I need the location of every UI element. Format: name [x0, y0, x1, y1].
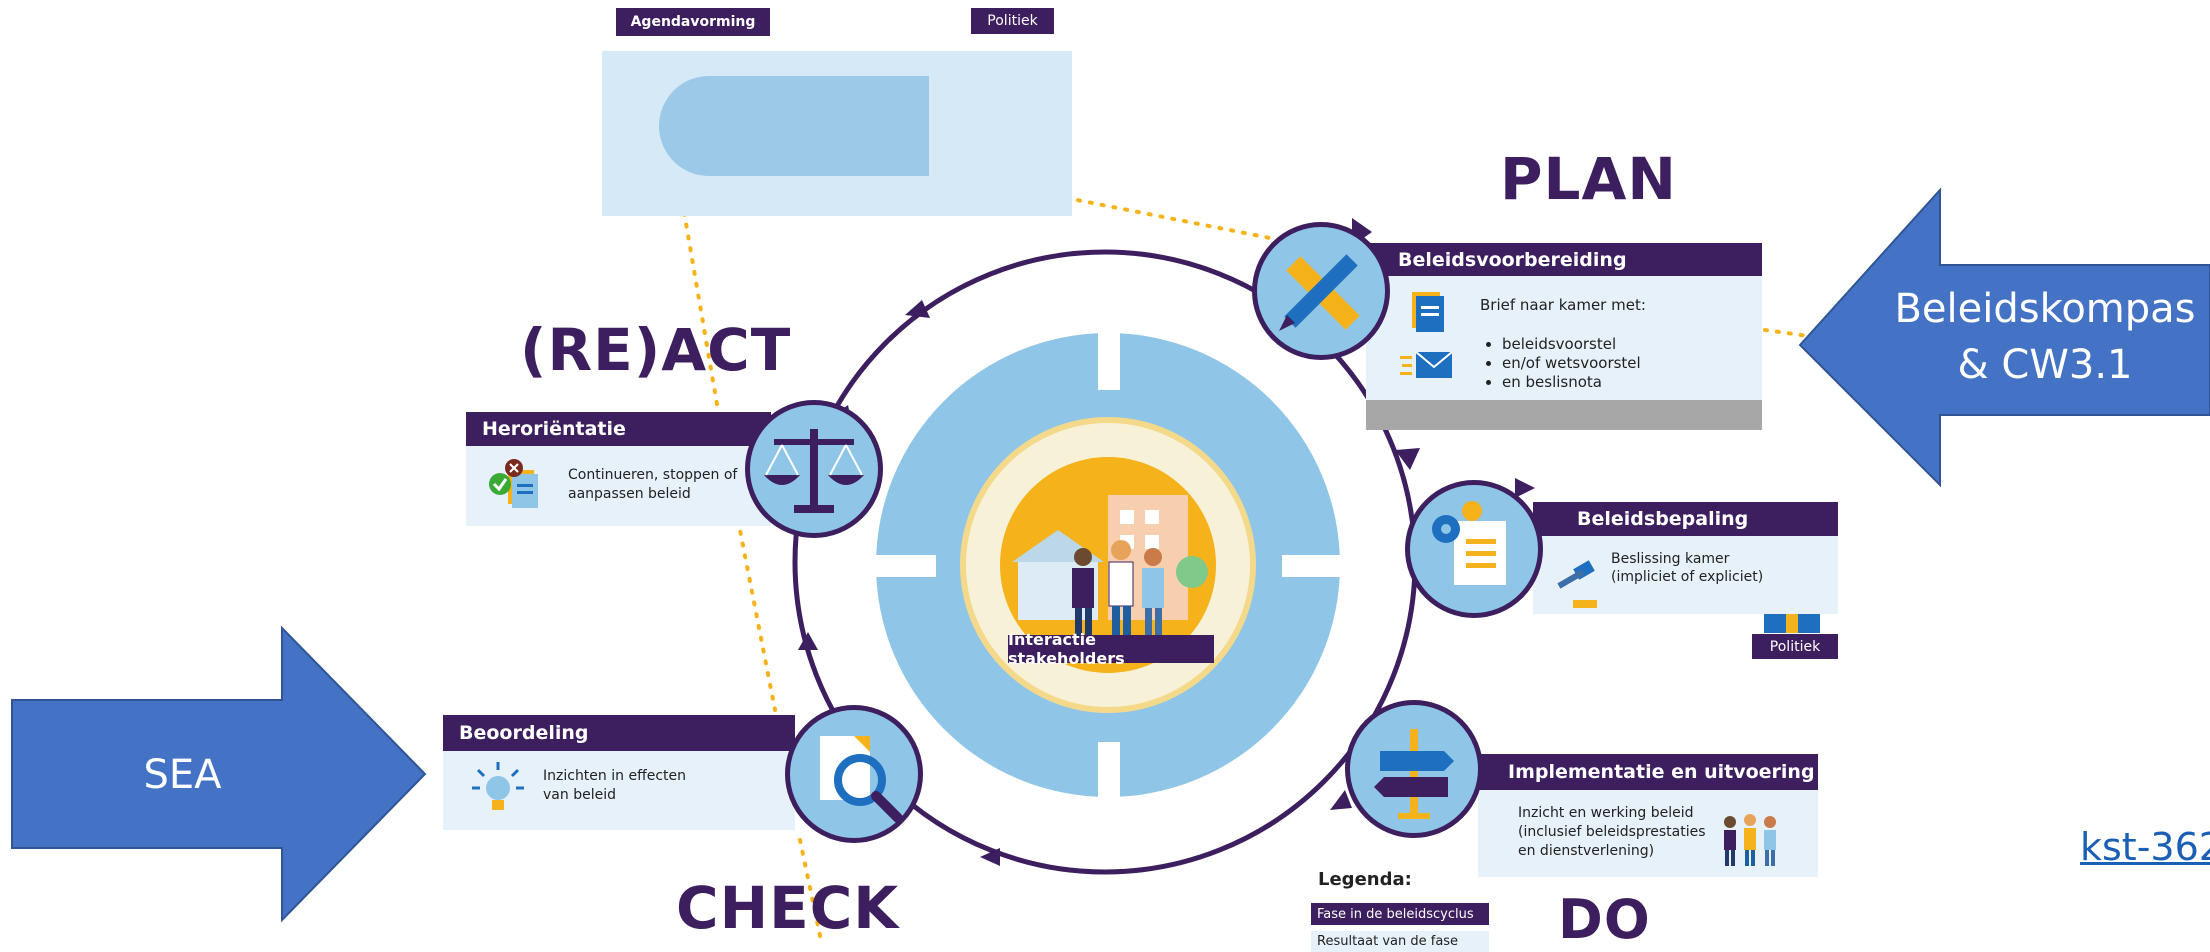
arrowhead-4	[1330, 790, 1352, 810]
beoordeling-title: Beoordeling	[443, 715, 795, 751]
kst-link[interactable]: kst-362	[2080, 825, 2210, 869]
agenda-title: Agendavorming	[616, 8, 770, 36]
gears-document-icon	[1432, 501, 1506, 585]
gavel-icon	[1557, 560, 1597, 608]
phase-do: DO	[1558, 888, 1651, 951]
legend-title: Legenda:	[1318, 869, 1412, 890]
people-group-icon	[1724, 814, 1776, 866]
beleidskompas-text-2: & CW3.1	[1957, 342, 2133, 388]
target-gap-left	[876, 555, 936, 577]
phase-check: CHECK	[676, 874, 900, 942]
voorbereiding-intro: Brief naar kamer met:	[1480, 296, 1646, 314]
heroriëntatie-title: Heroriëntatie	[466, 412, 771, 446]
bepaling-line1: Beslissing kamer	[1611, 551, 1730, 567]
arrowhead-5	[980, 848, 1000, 866]
heroriëntatie-line1: Continueren, stoppen of	[568, 467, 738, 483]
heroriëntatie-circle	[745, 400, 883, 538]
arrowhead-2	[1395, 448, 1420, 470]
target-gap-bottom	[1098, 742, 1120, 802]
voorbereiding-circle	[1252, 222, 1390, 360]
bullet-beslisnota: en beslisnota	[1502, 373, 1641, 392]
balance-scale-icon	[764, 429, 864, 513]
phase-react: (RE)ACT	[520, 316, 792, 384]
agenda-pill	[659, 76, 929, 176]
implementatie-circle	[1345, 700, 1483, 838]
sea-text: SEA	[143, 752, 222, 798]
implementatie-panel	[1478, 790, 1818, 877]
beoordeling-line2: van beleid	[543, 787, 616, 803]
phase-plan: PLAN	[1500, 145, 1677, 213]
bepaling-politiek-tag: Politiek	[1752, 634, 1838, 659]
center-label: Interactie stakeholders	[1008, 630, 1214, 668]
lightbulb-icon	[472, 762, 524, 810]
document-icon	[1412, 292, 1444, 332]
arrowhead-3	[1515, 478, 1535, 498]
magnifier-document-icon	[820, 736, 903, 823]
bullet-wetsvoorstel: en/of wetsvoorstel	[1502, 354, 1641, 373]
legend-result: Resultaat van de fase	[1311, 931, 1489, 952]
arrowhead-6	[798, 632, 818, 650]
voorbereiding-shadow	[1366, 400, 1762, 430]
voorbereiding-bullets: beleidsvoorstel en/of wetsvoorstel en be…	[1480, 335, 1641, 392]
implementatie-line2: (inclusief beleidsprestaties	[1518, 824, 1706, 840]
bepaling-title: Beleidsbepaling	[1533, 502, 1838, 536]
target-gap-right	[1282, 555, 1342, 577]
sea-arrow	[11, 625, 427, 923]
beleidskompas-text-1: Beleidskompas	[1894, 286, 2196, 332]
check-cross-document-icon	[489, 459, 538, 508]
legend-phase: Fase in de beleidscyclus	[1311, 903, 1489, 925]
beoordeling-circle	[785, 705, 923, 843]
implementatie-title: Implementatie en uitvoering	[1478, 754, 1818, 790]
implementatie-line3: en dienstverlening)	[1518, 843, 1655, 859]
arrowhead-8	[905, 300, 930, 318]
implementatie-line1: Inzicht en werking beleid	[1518, 805, 1694, 821]
bepaling-circle	[1405, 480, 1543, 618]
agenda-politiek-tag: Politiek	[971, 8, 1054, 34]
envelope-icon	[1400, 351, 1453, 378]
stakeholders-icon	[1012, 495, 1208, 636]
beoordeling-line1: Inzichten in effecten	[543, 768, 686, 784]
connector-react-to-check	[736, 518, 777, 712]
ruler-pencil-icon	[1279, 254, 1360, 331]
signpost-icon	[1374, 729, 1454, 819]
heroriëntatie-line2: aanpassen beleid	[568, 486, 691, 502]
bullet-beleidsvoorstel: beleidsvoorstel	[1502, 335, 1641, 354]
beleidskompas-arrow	[1798, 187, 2210, 488]
bepaling-line2: (impliciet of expliciet)	[1611, 569, 1764, 585]
target-gap-top	[1098, 330, 1120, 390]
voorbereiding-title: Beleidsvoorbereiding	[1366, 243, 1762, 276]
